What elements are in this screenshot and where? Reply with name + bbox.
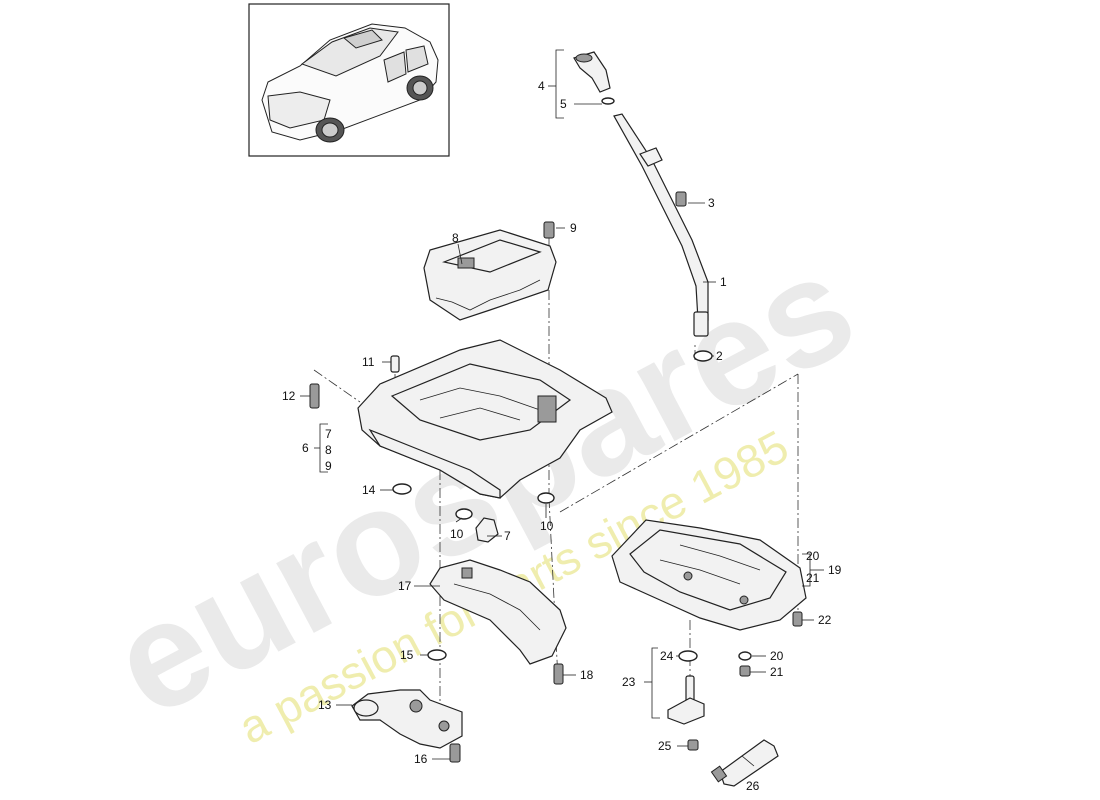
dash-line — [559, 373, 799, 513]
callout-6-sub-9: 9 — [325, 459, 332, 473]
callout-10b: 10 — [540, 519, 554, 533]
seal-ring-14 — [392, 483, 412, 495]
nut-21 — [739, 665, 751, 677]
callout-23: 23 — [622, 675, 636, 689]
oil-pump-13 — [351, 689, 463, 749]
car-illustration — [261, 23, 439, 143]
o-ring-5 — [601, 97, 615, 105]
oil-level-sensor-23 — [667, 675, 705, 725]
screw-22 — [792, 611, 803, 627]
callout-19: 19 — [828, 563, 842, 577]
dash-line — [548, 497, 559, 681]
callout-7: 7 — [504, 529, 511, 543]
callout-13: 13 — [318, 698, 332, 712]
callout-20: 20 — [770, 649, 784, 663]
callout-6-sub-8: 8 — [325, 443, 332, 457]
callout-25: 25 — [658, 739, 672, 753]
callout-19-sub-21: 21 — [806, 571, 820, 585]
callout-21: 21 — [770, 665, 784, 679]
dash-line — [313, 369, 361, 403]
callout-12: 12 — [282, 389, 296, 403]
seal-ring-10a — [455, 508, 473, 520]
dipstick-tube — [613, 113, 709, 337]
callout-26: 26 — [746, 779, 760, 793]
oil-pan-upper-6 — [357, 339, 613, 499]
screw-25 — [687, 739, 699, 751]
callout-2: 2 — [716, 349, 723, 363]
callout-19-sub-20: 20 — [806, 549, 820, 563]
callout-11: 11 — [362, 355, 375, 369]
leader-lines — [300, 49, 824, 767]
bolt-16 — [449, 743, 461, 763]
callout-18: 18 — [580, 668, 594, 682]
screw-3 — [675, 191, 687, 207]
callout-16: 16 — [414, 752, 428, 766]
callout-10a: 10 — [450, 527, 464, 541]
vehicle-thumbnail — [248, 3, 450, 157]
callout-1: 1 — [720, 275, 727, 289]
seal-ring-10b — [537, 492, 555, 504]
dipstick-handle — [573, 51, 615, 105]
bolt-9 — [543, 221, 555, 239]
callout-8: 8 — [452, 231, 459, 245]
bolt-18 — [553, 663, 564, 685]
callout-22: 22 — [818, 613, 832, 627]
callout-6: 6 — [302, 441, 309, 455]
bolt-12 — [309, 383, 320, 409]
sealant-tube-26 — [710, 739, 779, 787]
callout-labels: 1 2 3 4 5 6 7 8 9 7 8 9 10 10 11 12 13 1… — [282, 79, 842, 793]
seal-ring-15 — [427, 649, 447, 661]
o-ring-2 — [693, 350, 713, 362]
callout-5: 5 — [560, 97, 567, 111]
callout-15: 15 — [400, 648, 414, 662]
callout-24: 24 — [660, 649, 674, 663]
callout-4: 4 — [538, 79, 545, 93]
baffle-17 — [429, 559, 567, 665]
callout-6-sub-7: 7 — [325, 427, 332, 441]
washer-20 — [738, 651, 752, 661]
callout-14: 14 — [362, 483, 376, 497]
callout-17: 17 — [398, 579, 412, 593]
oil-pan-lower-19 — [611, 519, 807, 631]
seal-ring-24 — [678, 650, 698, 662]
callout-3: 3 — [708, 196, 715, 210]
pin-11 — [390, 355, 400, 373]
callout-9: 9 — [570, 221, 577, 235]
cover-8 — [423, 229, 557, 321]
